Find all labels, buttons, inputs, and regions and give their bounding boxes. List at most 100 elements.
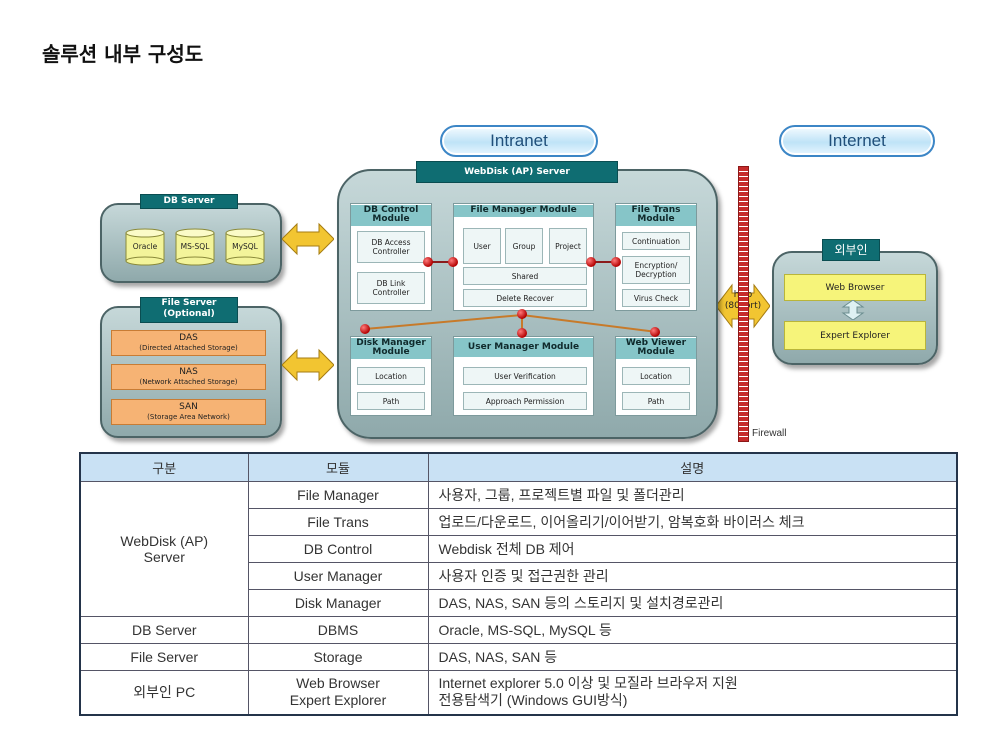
db-access-controller: DB Access Controller <box>357 231 425 263</box>
wv-location: Location <box>622 367 690 385</box>
up-down-arrow <box>841 300 865 320</box>
firewall-wall <box>738 166 749 442</box>
connector-dot <box>586 257 596 267</box>
storage-das-desc: (Directed Attached Storage) <box>139 344 238 352</box>
expert-explorer-box: Expert Explorer <box>784 321 926 350</box>
file-trans-module: File Trans Module Continuation Encryptio… <box>615 203 697 311</box>
file-manager-title: File Manager Module <box>454 205 593 217</box>
intranet-label: Intranet <box>440 125 598 157</box>
db-control-title: DB Control Module <box>351 205 431 226</box>
file-trans-title-line1: File Trans <box>631 205 681 215</box>
fm-delete-recover: Delete Recover <box>463 289 587 307</box>
description-cell: 사용자 인증 및 접근권한 관리 <box>427 562 958 590</box>
category-cell: 외부인 PC <box>79 670 249 715</box>
dm-path: Path <box>357 392 425 410</box>
header-module: 모듈 <box>247 452 429 482</box>
ft-continuation: Continuation <box>622 232 690 250</box>
table-row: DB Control Webdisk 전체 DB 제어 <box>80 535 958 563</box>
header-category: 구분 <box>79 452 249 482</box>
table-row: File Trans 업로드/다운로드, 이어올리기/이어받기, 암복호화 바이… <box>80 508 958 536</box>
db-cylinders <box>125 228 265 266</box>
connector-dot <box>517 309 527 319</box>
module-cell: User Manager <box>247 562 429 590</box>
db-cylinder <box>125 228 165 266</box>
table-header-row: 구분 모듈 설명 <box>79 452 958 482</box>
user-manager-module: User Manager Module User Verification Ap… <box>453 336 594 416</box>
storage-nas: NAS (Network Attached Storage) <box>111 364 266 390</box>
connector-dot <box>423 257 433 267</box>
fm-group: Group <box>505 228 543 264</box>
db-cylinder <box>225 228 265 266</box>
db-control-title-line2: Module <box>372 214 410 224</box>
db-control-title-line1: DB Control <box>363 205 419 215</box>
category-cell: WebDisk (AP) Server <box>79 481 249 617</box>
table-row: DB Server DBMS Oracle, MS-SQL, MySQL 등 <box>79 616 958 644</box>
db-link-controller: DB Link Controller <box>357 272 425 304</box>
description-cell: DAS, NAS, SAN 등 <box>427 643 958 671</box>
module-cell: File Manager <box>247 481 429 509</box>
storage-san-name: SAN <box>179 402 198 412</box>
connector-dot <box>448 257 458 267</box>
fm-user: User <box>463 228 501 264</box>
um-user-verification: User Verification <box>463 367 587 385</box>
db-control-module: DB Control Module DB Access Controller D… <box>350 203 432 311</box>
firewall-label: Firewall <box>752 428 787 439</box>
disk-manager-module: Disk Manager Module Location Path <box>350 336 432 416</box>
double-arrow-db <box>282 222 334 256</box>
category-cell: File Server <box>79 643 249 671</box>
description-cell: 사용자, 그룹, 프로젝트별 파일 및 폴더관리 <box>427 481 958 509</box>
description-cell: 업로드/다운로드, 이어올리기/이어받기, 암복호화 바이러스 체크 <box>427 508 958 536</box>
db-item-mysql: MySQL <box>232 242 258 251</box>
storage-san-desc: (Storage Area Network) <box>147 413 230 421</box>
disk-manager-title-line2: Module <box>372 347 410 357</box>
db-item-oracle: Oracle <box>132 242 158 251</box>
description-cell: Oracle, MS-SQL, MySQL 등 <box>427 616 958 644</box>
file-manager-module: File Manager Module User Group Project S… <box>453 203 594 311</box>
connector-dot <box>517 328 527 338</box>
table-row: WebDisk (AP) Server File Manager 사용자, 그룹… <box>79 481 958 617</box>
disk-manager-title: Disk Manager Module <box>351 338 431 359</box>
external-title: 외부인 <box>822 239 880 261</box>
double-arrow-file <box>282 348 334 382</box>
table-row: 외부인 PC Web Browser Expert Explorer Inter… <box>79 670 958 715</box>
db-server-title: DB Server <box>140 194 238 209</box>
disk-manager-title-line1: Disk Manager <box>356 338 426 348</box>
connector-dot <box>650 327 660 337</box>
fm-shared: Shared <box>463 267 587 285</box>
description-cell: Internet explorer 5.0 이상 및 모질라 브라우저 지원 전… <box>427 670 958 715</box>
fm-project: Project <box>549 228 587 264</box>
connector-dot <box>611 257 621 267</box>
module-cell: DBMS <box>247 616 429 644</box>
module-table: 구분 모듈 설명 WebDisk (AP) Server File Manage… <box>79 452 958 716</box>
storage-nas-name: NAS <box>179 367 198 377</box>
user-manager-title: User Manager Module <box>454 338 593 357</box>
module-cell: DB Control <box>247 535 429 563</box>
storage-nas-desc: (Network Attached Storage) <box>139 378 238 386</box>
table-row: Disk Manager DAS, NAS, SAN 등의 스토리지 및 설치경… <box>80 589 958 617</box>
internet-label: Internet <box>779 125 935 157</box>
table-row: File Server Storage DAS, NAS, SAN 등 <box>79 643 958 671</box>
web-viewer-title: Web Viewer Module <box>616 338 696 359</box>
file-trans-title-line2: Module <box>637 214 675 224</box>
webdisk-server-title: WebDisk (AP) Server <box>416 161 618 183</box>
db-cylinder <box>175 228 215 266</box>
web-viewer-module: Web Viewer Module Location Path <box>615 336 697 416</box>
file-trans-title: File Trans Module <box>616 205 696 226</box>
ft-encryption: Encryption/ Decryption <box>622 256 690 284</box>
web-viewer-title-line1: Web Viewer <box>625 338 687 348</box>
um-approach-permission: Approach Permission <box>463 392 587 410</box>
web-browser-box: Web Browser <box>784 274 926 301</box>
file-server-title-line1: File Server <box>161 298 217 308</box>
storage-san: SAN (Storage Area Network) <box>111 399 266 425</box>
ft-virus-check: Virus Check <box>622 289 690 307</box>
file-server-title-line2: (Optional) <box>163 309 215 319</box>
connector-dot <box>360 324 370 334</box>
category-cell: DB Server <box>79 616 249 644</box>
description-cell: DAS, NAS, SAN 등의 스토리지 및 설치경로관리 <box>427 589 958 617</box>
db-item-mssql: MS-SQL <box>180 242 210 251</box>
file-server-title: File Server (Optional) <box>140 297 238 323</box>
page-title: 솔루션 내부 구성도 <box>42 42 204 66</box>
dm-location: Location <box>357 367 425 385</box>
module-cell: Disk Manager <box>247 589 429 617</box>
module-cell: File Trans <box>247 508 429 536</box>
